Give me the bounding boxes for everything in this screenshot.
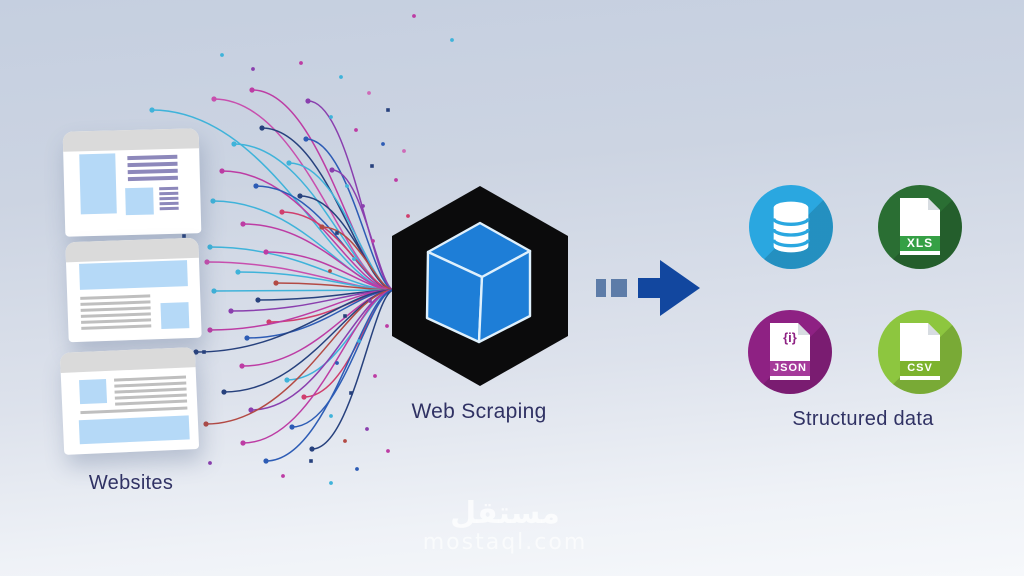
watermark-latin: mostaql.com xyxy=(422,530,588,555)
text-line xyxy=(115,399,188,406)
file-page: {i} JSON xyxy=(770,323,810,380)
website-card-2 xyxy=(65,237,202,343)
text-line xyxy=(114,387,187,394)
image-placeholder xyxy=(79,153,117,215)
text-line xyxy=(80,300,151,306)
arrow-icon xyxy=(596,260,700,316)
csv-file-icon: CSV xyxy=(878,310,962,394)
database-icon xyxy=(749,185,833,269)
arrow-dash xyxy=(596,279,606,297)
arrow-dash xyxy=(611,279,627,297)
text-line xyxy=(81,324,152,330)
web-scraping-label: Web Scraping xyxy=(411,400,547,423)
websites-label: Websites xyxy=(88,472,174,494)
cube-icon xyxy=(425,221,532,344)
text-line xyxy=(114,381,187,388)
text-line xyxy=(159,191,179,195)
text-line xyxy=(127,161,178,167)
file-page: XLS xyxy=(900,198,940,255)
image-placeholder xyxy=(125,187,154,216)
browser-titlebar xyxy=(59,347,196,373)
text-line xyxy=(80,294,151,300)
text-line xyxy=(127,168,178,174)
csv-badge: CSV xyxy=(899,361,941,376)
banner-placeholder xyxy=(79,260,188,290)
structured-data-label: Structured data xyxy=(792,408,934,430)
website-card-3 xyxy=(59,347,200,455)
banner-placeholder xyxy=(78,415,190,445)
xls-badge: XLS xyxy=(899,236,941,251)
browser-titlebar xyxy=(65,237,199,263)
text-line xyxy=(80,306,151,312)
watermark: مستقل mostaql.com xyxy=(423,497,588,555)
browser-titlebar xyxy=(62,128,200,152)
text-line xyxy=(159,201,179,205)
text-line xyxy=(81,318,152,324)
database-cylinder xyxy=(772,201,810,253)
xls-file-icon: XLS xyxy=(878,185,962,269)
text-line xyxy=(114,375,187,382)
website-card-1 xyxy=(62,128,202,237)
json-badge: JSON xyxy=(769,361,811,376)
arrow-head xyxy=(638,260,700,316)
file-page: CSV xyxy=(900,323,940,380)
image-placeholder xyxy=(160,302,190,330)
text-line xyxy=(127,175,178,181)
image-placeholder xyxy=(79,379,108,405)
text-line xyxy=(159,186,179,190)
text-line xyxy=(159,206,179,210)
web-scraping-icon xyxy=(392,186,568,386)
json-file-icon: {i} JSON xyxy=(748,310,832,394)
text-line xyxy=(80,406,188,415)
text-line xyxy=(159,196,179,200)
text-line xyxy=(114,393,187,400)
text-line xyxy=(80,312,151,318)
json-braces-glyph: {i} xyxy=(783,330,797,345)
watermark-arabic: مستقل xyxy=(450,496,560,531)
text-line xyxy=(127,154,178,160)
